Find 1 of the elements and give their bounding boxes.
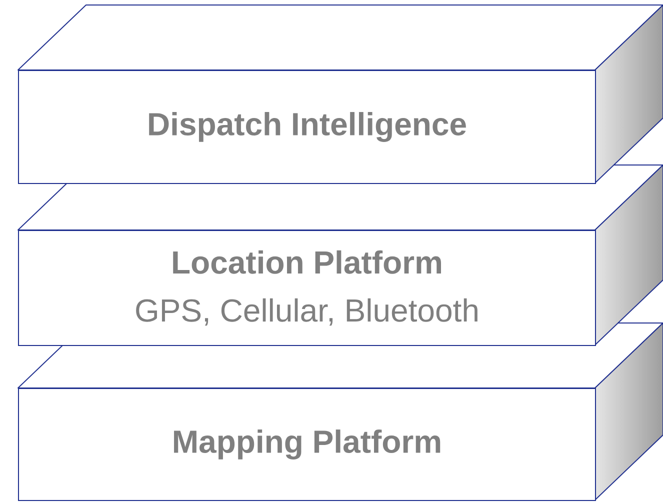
layer-block: Dispatch Intelligence [18,4,663,184]
